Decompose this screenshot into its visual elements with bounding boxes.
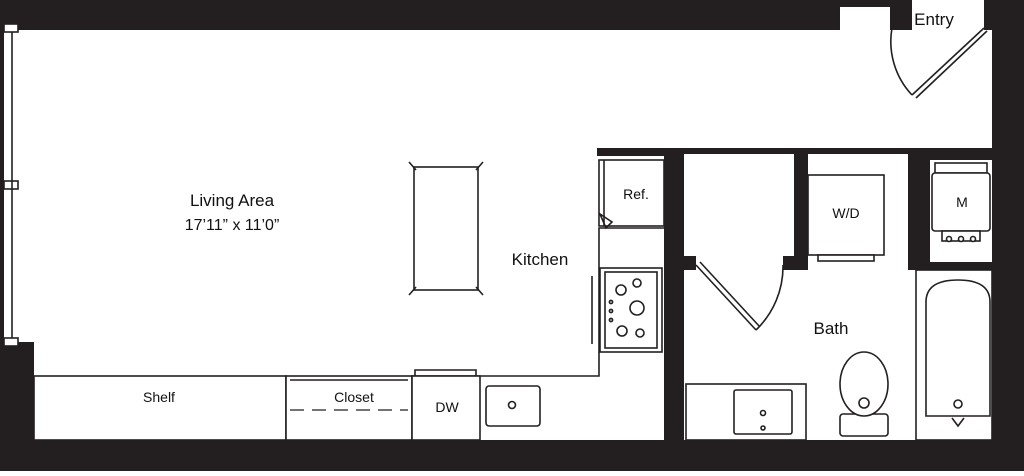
laundry-left-wall [794,148,808,270]
window-jamb-middle [3,180,19,190]
entry-label: Entry [914,10,954,29]
left-wall-upper [0,0,4,342]
burner [635,328,645,338]
labels: Living Area 17’11” x 11’0” Kitchen Bath … [143,10,968,415]
right-wall [992,30,1024,471]
mechanical-label: M [956,194,968,210]
counters [33,227,664,441]
tub-top-wall [908,262,992,270]
left-wall-lower [0,342,34,471]
washer-dryer [807,174,885,262]
bathtub [925,279,991,417]
entry-door-swing [890,27,913,96]
kitchen-counter-edge [412,227,664,377]
bottom-wall [0,440,1024,471]
entry-jamb-right [984,0,1024,30]
laundry-right-wall [908,148,930,268]
shelf [33,375,287,441]
window-jamb-bottom [3,337,19,347]
table-top [413,166,479,291]
entry-jamb-left [890,0,912,30]
burner [629,300,645,316]
entry-door-leaf [911,27,985,96]
bath-door [695,261,784,331]
dishwasher-label: DW [435,399,459,415]
burner [616,325,628,337]
window-jamb-top [3,23,19,33]
toilet-tank [839,413,889,437]
refrigerator [598,159,665,230]
burner [632,278,642,288]
bath-door-jamb-left [684,256,696,270]
top-wall-entry-cap [840,0,890,7]
top-wall-left [0,0,840,30]
fridge-nook-top [597,148,664,156]
mechanical-unit [931,162,991,243]
kitchen-label: Kitchen [512,250,569,269]
closet-label: Closet [334,389,374,405]
bath-door-swing [755,264,784,331]
dishwasher [411,375,481,441]
refrigerator-label: Ref. [623,186,649,202]
kitchen-bath-partition [664,148,684,440]
sink-drain [507,400,517,410]
living-area-label: Living Area [190,191,275,210]
bath-fixtures [685,269,993,441]
mech-top-wall [930,148,992,160]
living-table [408,161,484,296]
window [3,23,19,347]
burner [615,284,627,296]
entry-door [890,27,988,99]
bath-door-jamb-right [783,256,808,270]
closet [285,375,413,441]
bath-label: Bath [814,319,849,338]
living-area-dimensions: 17’11” x 11’0” [185,217,280,234]
shelf-label: Shelf [143,389,175,405]
tub-drain [953,399,963,409]
washer-dryer-label: W/D [832,205,859,221]
toilet-bowl [839,351,889,417]
bath-door-leaf [695,264,757,331]
washer-dryer-unit [807,174,885,256]
refrigerator-box [598,159,665,227]
range [591,267,663,353]
